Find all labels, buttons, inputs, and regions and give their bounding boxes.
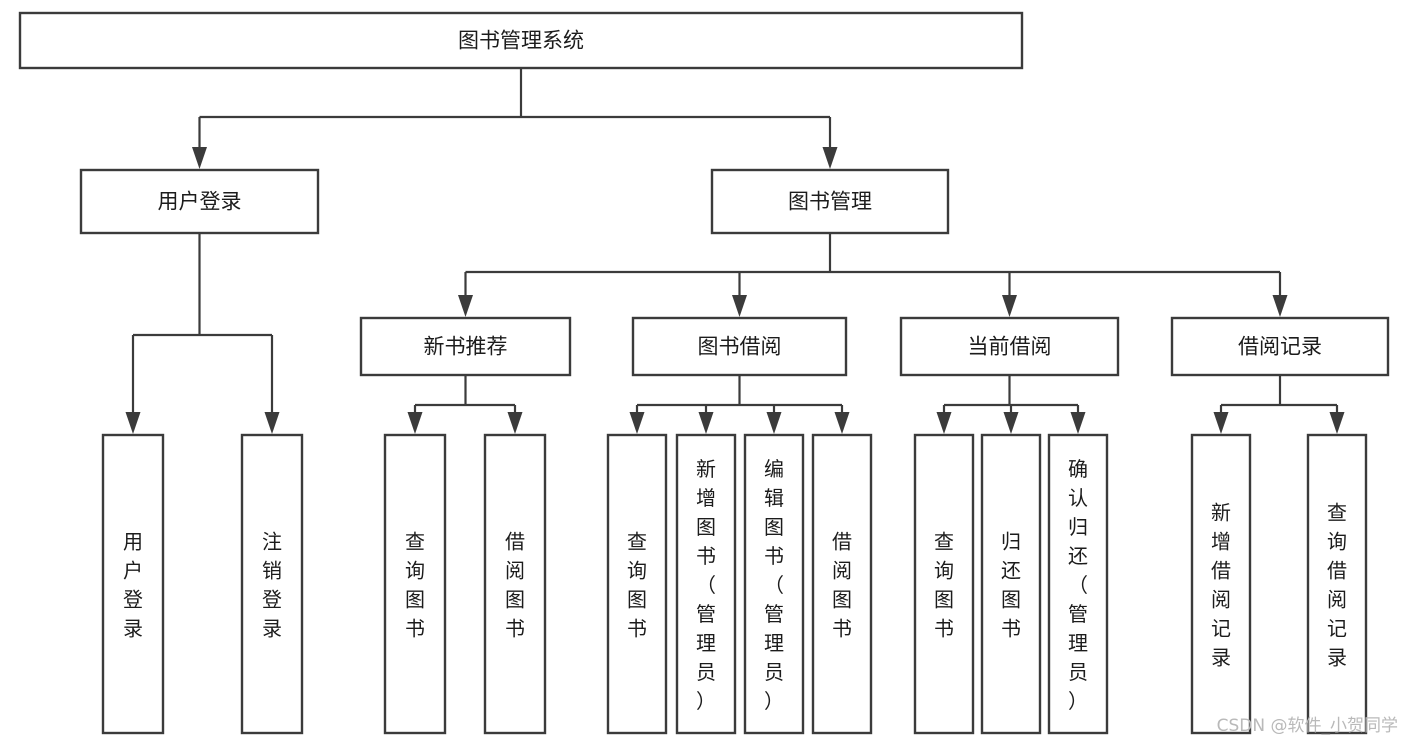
arrow-head-icon (264, 412, 280, 434)
connector-current_borrow (936, 375, 1086, 434)
node-leaf-confirm-return[interactable]: 确认归还（管理员） (1047, 433, 1109, 735)
connector-root (192, 68, 838, 169)
node-layer: 图书管理系统用户登录图书管理新书推荐图书借阅当前借阅借阅记录用户登录注销登录查询… (18, 11, 1390, 735)
connector-borrow_record (1213, 375, 1345, 434)
node-leaf-query-book-2[interactable]: 查询图书 (606, 433, 668, 735)
node-leaf-borrow-book-2[interactable]: 借阅图书 (811, 433, 873, 735)
connector-book_manage (458, 233, 1288, 317)
node-box (79, 168, 320, 235)
arrow-head-icon (732, 295, 747, 317)
arrow-head-icon (936, 412, 952, 434)
node-box (1170, 316, 1390, 377)
node-box (743, 433, 805, 735)
node-label: 用户登录 (158, 190, 242, 214)
arrow-head-icon (1272, 295, 1288, 317)
node-box (383, 433, 447, 735)
node-label: 图书管理 (788, 190, 872, 214)
node-label: 新书推荐 (424, 335, 508, 359)
arrow-head-icon (1002, 295, 1017, 317)
node-new-book-rec[interactable]: 新书推荐 (359, 316, 572, 377)
node-leaf-return-book[interactable]: 归还图书 (980, 433, 1042, 735)
node-label: 图书管理系统 (458, 29, 584, 53)
node-box (1190, 433, 1252, 735)
connector-user_login (125, 233, 280, 434)
node-box (675, 433, 737, 735)
arrow-head-icon (1003, 412, 1019, 434)
node-box (240, 433, 304, 735)
node-box (1306, 433, 1368, 735)
arrow-head-icon (629, 412, 645, 434)
node-box (980, 433, 1042, 735)
node-box (710, 168, 950, 235)
node-label: 确认归还（管理员） (1068, 457, 1088, 713)
node-box (899, 316, 1120, 377)
node-label: 借阅图书 (505, 530, 525, 641)
arrow-head-icon (822, 147, 838, 169)
node-label: 当前借阅 (968, 335, 1052, 359)
arrow-head-icon (1213, 412, 1229, 434)
node-leaf-add-record[interactable]: 新增借阅记录 (1190, 433, 1252, 735)
node-label: 图书借阅 (698, 335, 782, 359)
arrow-head-icon (834, 412, 850, 434)
node-leaf-logout[interactable]: 注销登录 (240, 433, 304, 735)
connector-book_borrow (629, 375, 850, 434)
node-borrow-record[interactable]: 借阅记录 (1170, 316, 1390, 377)
node-user-login[interactable]: 用户登录 (79, 168, 320, 235)
node-leaf-edit-book[interactable]: 编辑图书（管理员） (743, 433, 805, 735)
node-label: 新增借阅记录 (1211, 501, 1231, 670)
node-label: 新增图书（管理员） (696, 457, 716, 713)
connector-new_book_rec (407, 375, 523, 434)
node-label: 查询图书 (627, 530, 647, 641)
node-root[interactable]: 图书管理系统 (18, 11, 1024, 70)
arrow-head-icon (507, 412, 523, 434)
arrow-head-icon (1329, 412, 1345, 434)
node-label: 借阅图书 (832, 530, 852, 641)
node-leaf-borrow-book-1[interactable]: 借阅图书 (483, 433, 547, 735)
node-box (483, 433, 547, 735)
node-book-borrow[interactable]: 图书借阅 (631, 316, 848, 377)
node-leaf-user-login[interactable]: 用户登录 (101, 433, 165, 735)
node-label: 归还图书 (1001, 530, 1021, 641)
arrow-head-icon (698, 412, 714, 434)
node-box (811, 433, 873, 735)
arrow-head-icon (407, 412, 423, 434)
node-box (101, 433, 165, 735)
node-leaf-query-book-1[interactable]: 查询图书 (383, 433, 447, 735)
arrow-head-icon (125, 412, 141, 434)
arrow-head-icon (1070, 412, 1086, 434)
connector-layer (125, 68, 1345, 434)
csdn-watermark: CSDN @软件_小贺同学 (1217, 716, 1398, 736)
node-leaf-query-book-3[interactable]: 查询图书 (913, 433, 975, 735)
node-box (18, 11, 1024, 70)
arrow-head-icon (192, 147, 207, 169)
node-box (631, 316, 848, 377)
node-label: 借阅记录 (1238, 335, 1322, 359)
node-current-borrow[interactable]: 当前借阅 (899, 316, 1120, 377)
node-box (359, 316, 572, 377)
node-leaf-query-record[interactable]: 查询借阅记录 (1306, 433, 1368, 735)
arrow-head-icon (458, 295, 473, 317)
node-label: 注销登录 (262, 530, 282, 641)
arrow-head-icon (766, 412, 782, 434)
node-label: 用户登录 (123, 530, 143, 641)
node-leaf-add-book[interactable]: 新增图书（管理员） (675, 433, 737, 735)
node-box (913, 433, 975, 735)
node-book-manage[interactable]: 图书管理 (710, 168, 950, 235)
node-label: 查询借阅记录 (1327, 501, 1347, 670)
node-box (1047, 433, 1109, 735)
node-label: 查询图书 (405, 530, 425, 641)
node-label: 编辑图书（管理员） (764, 457, 784, 713)
node-box (606, 433, 668, 735)
node-label: 查询图书 (934, 530, 954, 641)
